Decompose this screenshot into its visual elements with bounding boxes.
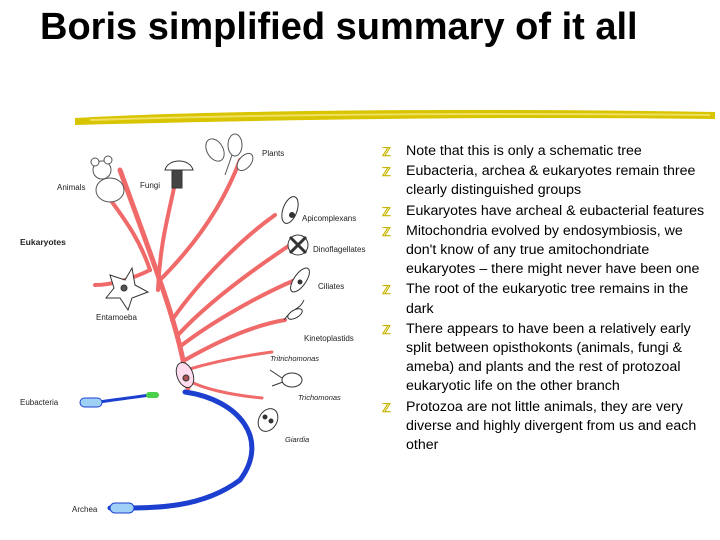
- label-fungi: Fungi: [140, 181, 160, 190]
- z-bullet-icon: ℤ: [382, 204, 391, 219]
- animal-icon: [90, 155, 125, 203]
- archea-pill: [109, 502, 135, 514]
- kinetoplastid-icon: [283, 299, 305, 321]
- eubacteria-pill: [79, 397, 103, 408]
- tree-of-life-diagram: Plants Animals Fungi Eukaryotes Apicompl…: [20, 133, 365, 514]
- label-plants: Plants: [262, 149, 284, 158]
- label-archea: Archea: [72, 505, 98, 514]
- plant-icon: [205, 133, 254, 176]
- apicomplexan-icon: [281, 196, 299, 224]
- fungi-icon: [164, 160, 194, 189]
- label-eubacteria: Eubacteria: [20, 398, 59, 407]
- giardia-icon: [257, 408, 279, 432]
- trichomonas-icon: [269, 369, 303, 388]
- label-apicomplexans: Apicomplexans: [302, 214, 356, 223]
- mitochondria-pill: [146, 392, 159, 398]
- label-eukaryotes: Eukaryotes: [20, 237, 66, 247]
- z-bullet-icon: ℤ: [382, 283, 391, 298]
- z-bullet-icon: ℤ: [382, 322, 391, 337]
- dinoflagellate-icon: [287, 234, 309, 256]
- z-bullet-icon: ℤ: [382, 165, 391, 180]
- prokaryote-branches: [98, 389, 255, 511]
- label-tritrichomonas: Tritrichomonas: [270, 354, 319, 363]
- z-bullet-icon: ℤ: [382, 145, 391, 159]
- label-giardia: Giardia: [285, 435, 309, 444]
- eukaryote-branches: [93, 158, 297, 400]
- entamoeba-icon: [104, 266, 150, 312]
- label-ciliates: Ciliates: [318, 282, 344, 291]
- label-kinetoplastids: Kinetoplastids: [304, 334, 354, 343]
- slide-title: Boris simplified summary of it all: [40, 6, 638, 48]
- z-bullet-icon: ℤ: [382, 400, 391, 415]
- label-trichomonas: Trichomonas: [298, 393, 341, 402]
- label-dinoflagellates: Dinoflagellates: [313, 245, 365, 254]
- z-bullet-icon: ℤ: [382, 224, 391, 239]
- title-underline-brushstroke: [75, 110, 715, 125]
- label-animals: Animals: [57, 183, 85, 192]
- ciliate-icon: [290, 267, 310, 293]
- tritrichomonas-icon: [175, 361, 195, 389]
- label-entamoeba: Entamoeba: [96, 313, 137, 322]
